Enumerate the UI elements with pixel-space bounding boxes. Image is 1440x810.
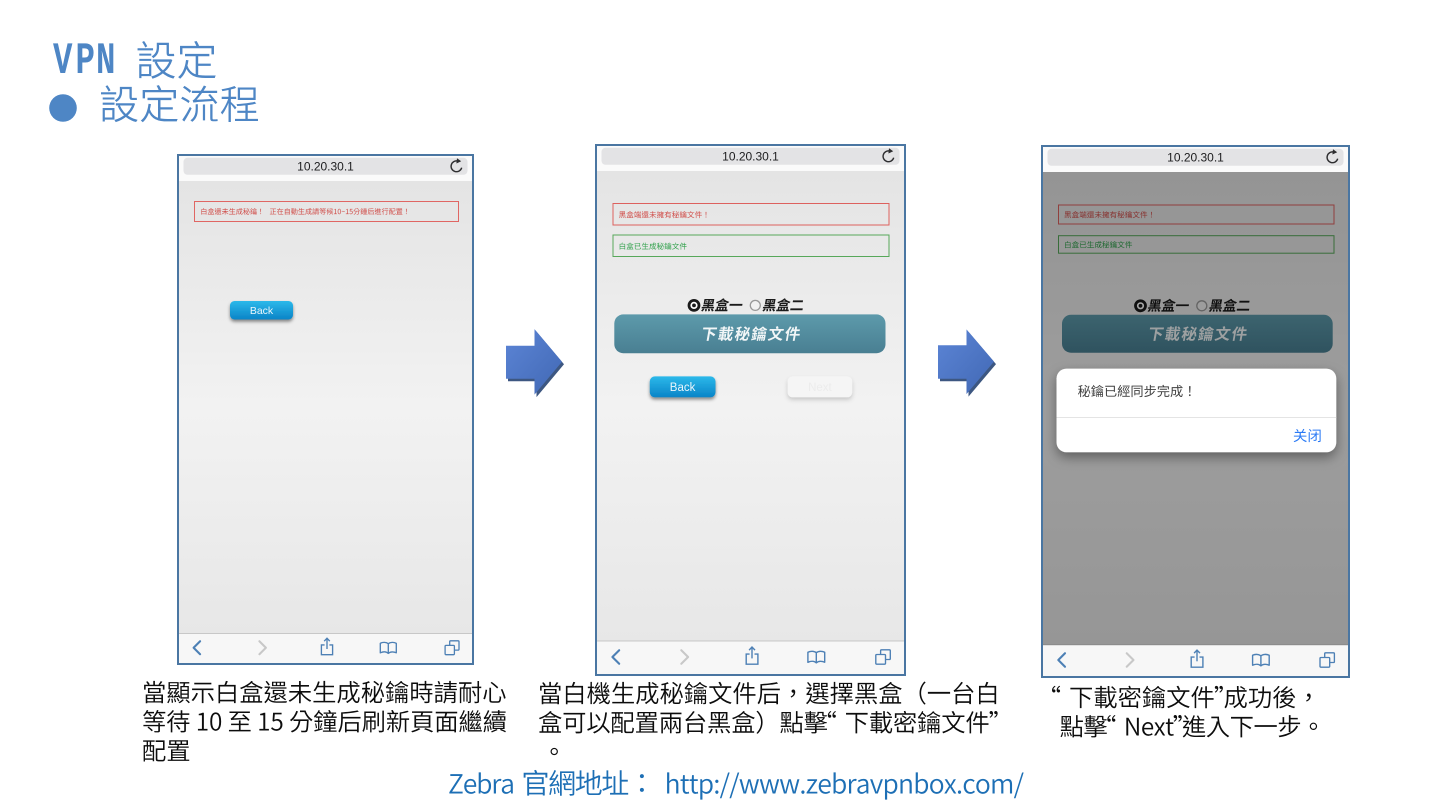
svg-text:Next: Next bbox=[808, 382, 832, 394]
svg-text:10.20.30.1: 10.20.30.1 bbox=[1167, 151, 1224, 165]
svg-text:Back: Back bbox=[670, 382, 696, 394]
svg-text:Back: Back bbox=[250, 305, 274, 317]
svg-text:10.20.30.1: 10.20.30.1 bbox=[722, 150, 779, 164]
svg-text:10.20.30.1: 10.20.30.1 bbox=[297, 160, 354, 174]
